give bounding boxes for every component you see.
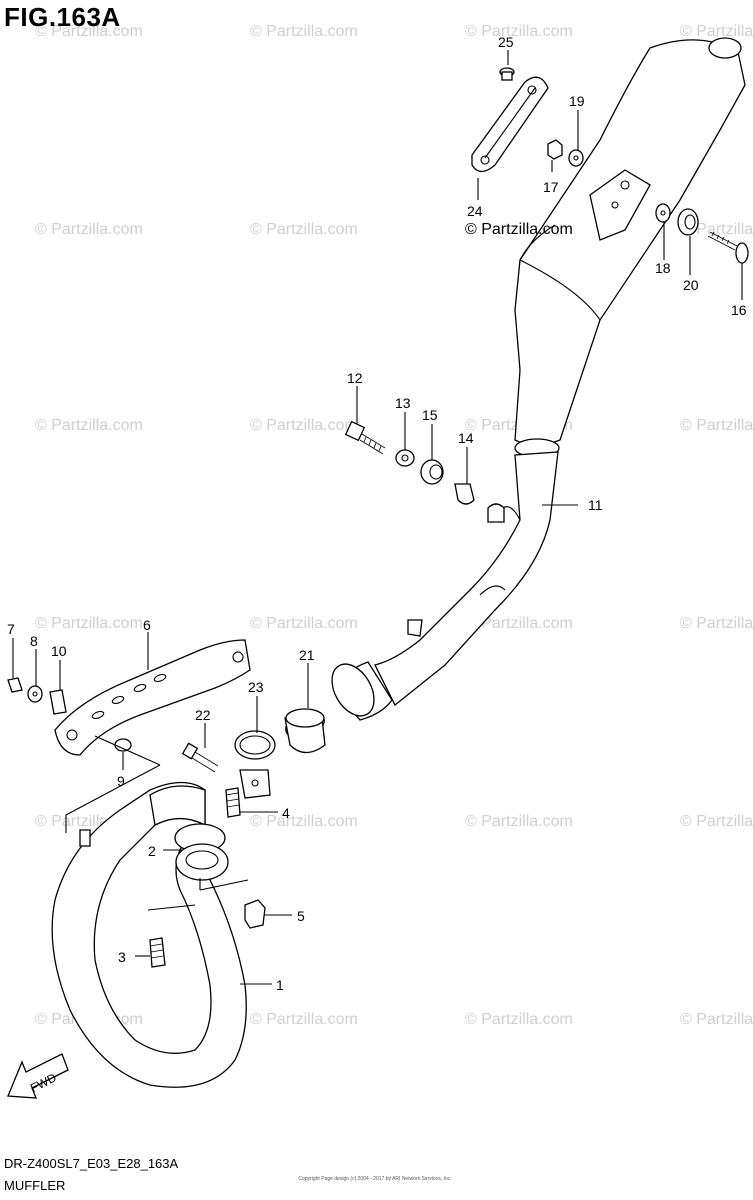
part-label-17: 17	[543, 179, 559, 195]
watermark: © Partzilla.com	[465, 1011, 573, 1028]
part-label-12: 12	[347, 370, 363, 386]
part-label-24: 24	[467, 203, 483, 219]
part-label-7: 7	[7, 621, 15, 637]
watermark: © Partzilla.com	[250, 1011, 358, 1028]
part-label-15: 15	[422, 407, 438, 423]
watermark: © Partzilla.com	[680, 417, 753, 434]
copyright-notice: Copyright Page design (c) 2004 - 2017 by…	[298, 1176, 452, 1182]
part-label-1: 1	[276, 977, 284, 993]
part-label-8: 8	[30, 633, 38, 649]
leader-lines	[12, 50, 743, 985]
watermark: © Partzilla.com	[35, 615, 143, 632]
figure-code: DR-Z400SL7_E03_E28_163A	[4, 1156, 179, 1171]
part-label-20: 20	[683, 277, 699, 293]
part-label-18: 18	[655, 260, 671, 276]
watermark: © Partzilla.com	[250, 417, 358, 434]
part-label-22: 22	[195, 707, 211, 723]
part-label-25: 25	[498, 34, 514, 50]
part-label-3: 3	[118, 949, 126, 965]
part-clamp	[234, 730, 276, 799]
watermark: © Partzilla.com	[680, 813, 753, 830]
part-label-21: 21	[299, 647, 315, 663]
part-hanger	[471, 76, 549, 173]
part-label-13: 13	[395, 395, 411, 411]
watermark: © Partzilla.com	[680, 1011, 753, 1028]
part-bracket	[54, 639, 251, 756]
part-label-9: 9	[117, 773, 125, 789]
part-exhaust-pipe	[51, 781, 247, 1088]
watermark: © Partzilla.com	[35, 23, 143, 40]
part-label-5: 5	[297, 908, 305, 924]
part-label-4: 4	[282, 805, 290, 821]
part-label-10: 10	[51, 643, 67, 659]
watermark-grid: © Partzilla.com © Partzilla.com © Partzi…	[35, 23, 753, 1028]
watermark: © Partzilla.com	[250, 813, 358, 830]
watermark: © Partzilla.com	[465, 615, 573, 632]
relation-lines	[65, 735, 249, 911]
watermark: © Partzilla.com	[465, 813, 573, 830]
part-label-16: 16	[731, 302, 747, 318]
watermark: © Partzilla.com	[35, 417, 143, 434]
figure-title: FIG.163A	[4, 2, 121, 32]
watermark: © Partzilla.com	[465, 23, 573, 40]
watermark: © Partzilla.com	[680, 615, 753, 632]
part-muffler	[374, 37, 746, 707]
watermark: © Partzilla.com	[250, 615, 358, 632]
part-label-14: 14	[458, 430, 474, 446]
part-label-19: 19	[569, 93, 585, 109]
part-labels: 25 19 17 24 18 20 16 12 13 15 14 11 7 8 …	[7, 34, 747, 993]
watermark: © Partzilla.com	[35, 221, 143, 238]
part-label-11: 11	[588, 497, 603, 513]
part-label-2: 2	[148, 843, 156, 859]
part-connector	[284, 661, 393, 754]
part-label-6: 6	[143, 617, 151, 633]
part-label-23: 23	[248, 679, 264, 695]
watermark: © Partzilla.com	[680, 23, 753, 40]
fwd-arrow-icon: FWD	[7, 1053, 69, 1099]
watermark-main: © Partzilla.com	[465, 221, 573, 238]
watermark: © Partzilla.com	[250, 23, 358, 40]
figure-caption: MUFFLER	[4, 1178, 66, 1193]
watermark: © Partzilla.com	[250, 221, 358, 238]
fasteners	[7, 67, 749, 968]
